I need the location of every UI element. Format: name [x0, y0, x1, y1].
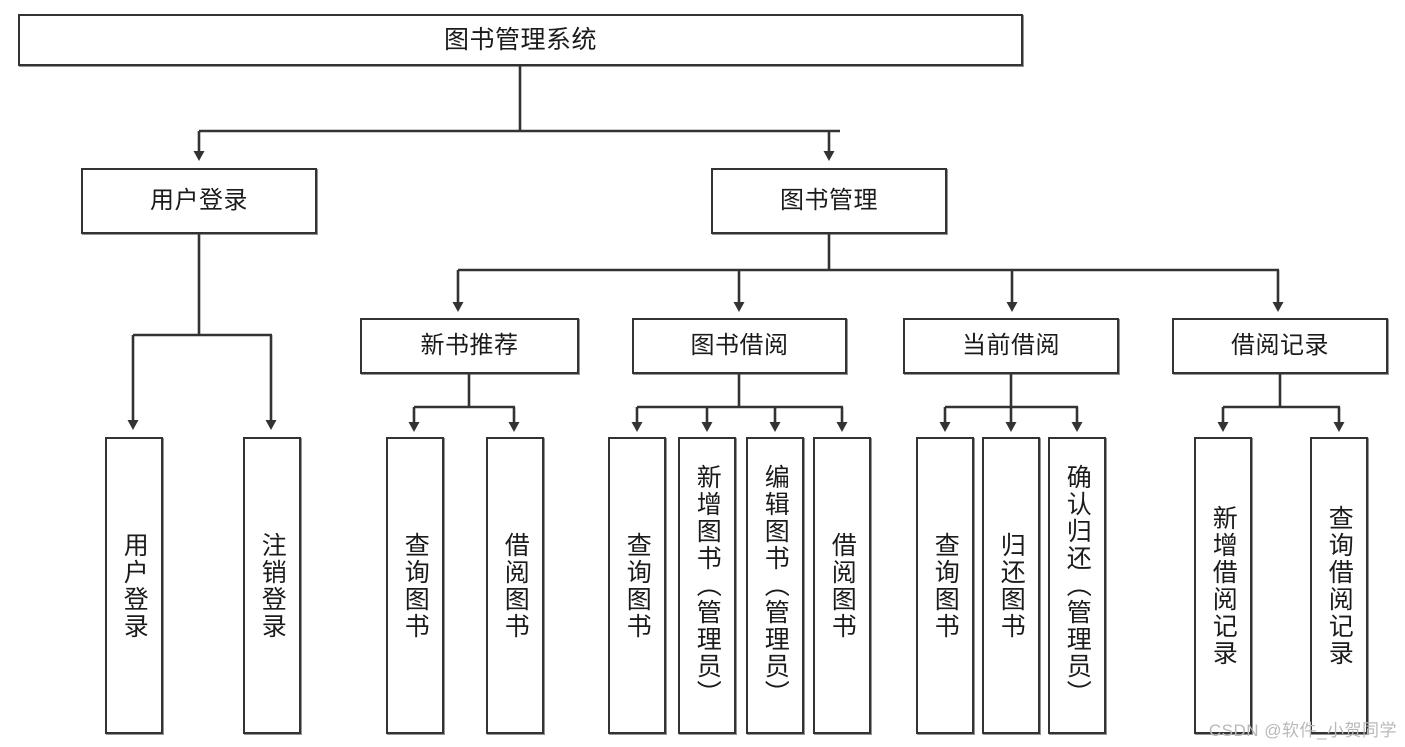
- node-leaf-query-record[interactable]: 查询借阅记录: [1310, 437, 1368, 734]
- node-leaf-edit-book[interactable]: 编辑图书（管理员）: [746, 437, 804, 734]
- node-leaf-borrow-book-2-label: 借阅图书: [828, 531, 857, 640]
- node-leaf-borrow-book-2[interactable]: 借阅图书: [813, 437, 871, 734]
- node-leaf-query-book-2[interactable]: 查询图书: [608, 437, 666, 734]
- node-leaf-return-book-label: 归还图书: [997, 531, 1026, 640]
- csdn-watermark: CSDN @软件_小贺同学: [1208, 721, 1397, 740]
- node-leaf-logout-label: 注销登录: [258, 531, 287, 640]
- node-leaf-add-record-label: 新增借阅记录: [1209, 504, 1238, 667]
- node-leaf-add-record[interactable]: 新增借阅记录: [1194, 437, 1252, 734]
- node-user-login[interactable]: 用户登录: [81, 168, 317, 234]
- node-root-label: 图书管理系统: [443, 25, 597, 54]
- node-leaf-user-login[interactable]: 用户登录: [105, 437, 163, 734]
- node-leaf-add-book[interactable]: 新增图书（管理员）: [678, 437, 736, 734]
- node-root[interactable]: 图书管理系统: [18, 14, 1023, 66]
- node-leaf-confirm-return-label: 确认归还（管理员）: [1063, 464, 1092, 707]
- node-leaf-user-login-label: 用户登录: [120, 531, 149, 640]
- node-leaf-return-book[interactable]: 归还图书: [982, 437, 1040, 734]
- node-leaf-confirm-return[interactable]: 确认归还（管理员）: [1048, 437, 1106, 734]
- node-leaf-query-book-3-label: 查询图书: [931, 531, 960, 640]
- node-borrow-record[interactable]: 借阅记录: [1172, 318, 1388, 374]
- node-leaf-query-book-1[interactable]: 查询图书: [386, 437, 444, 734]
- node-book-borrow-label: 图书借阅: [690, 332, 789, 360]
- node-leaf-query-record-label: 查询借阅记录: [1325, 504, 1354, 667]
- node-leaf-query-book-3[interactable]: 查询图书: [916, 437, 974, 734]
- node-leaf-query-book-2-label: 查询图书: [623, 531, 652, 640]
- node-current-borrow-label: 当前借阅: [962, 332, 1060, 360]
- node-current-borrow[interactable]: 当前借阅: [903, 318, 1119, 374]
- node-leaf-edit-book-label: 编辑图书（管理员）: [761, 464, 790, 707]
- node-user-login-label: 用户登录: [150, 187, 248, 215]
- node-leaf-borrow-book-1[interactable]: 借阅图书: [486, 437, 544, 734]
- node-new-book-recommend[interactable]: 新书推荐: [360, 318, 579, 374]
- node-leaf-add-book-label: 新增图书（管理员）: [693, 464, 722, 707]
- node-leaf-logout[interactable]: 注销登录: [243, 437, 301, 734]
- node-leaf-query-book-1-label: 查询图书: [401, 531, 430, 640]
- node-new-book-recommend-label: 新书推荐: [420, 332, 519, 360]
- node-book-manage-label: 图书管理: [780, 187, 878, 215]
- node-leaf-borrow-book-1-label: 借阅图书: [501, 531, 530, 640]
- node-book-manage[interactable]: 图书管理: [711, 168, 947, 234]
- node-book-borrow[interactable]: 图书借阅: [632, 318, 847, 374]
- node-borrow-record-label: 借阅记录: [1231, 332, 1329, 360]
